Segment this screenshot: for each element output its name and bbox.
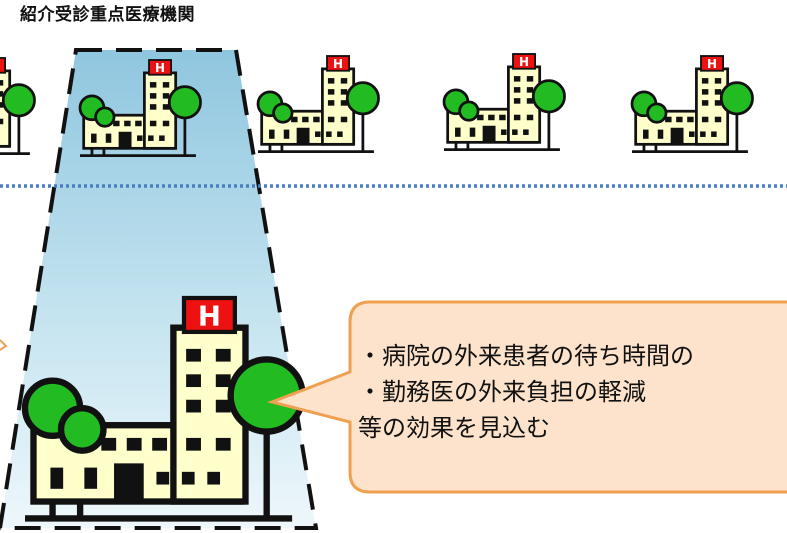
callout-text: ・病院の外来患者の待ち時間の ・勤務医の外来負担の軽減 等の効果を見込む: [358, 338, 787, 446]
highlight-funnel-outline: [0, 48, 319, 530]
arrow-tip: [0, 339, 8, 351]
callout-bubble: [267, 300, 787, 494]
callout-line-3: 等の効果を見込む: [358, 414, 550, 442]
page-title: 紹介受診重点医療機関: [20, 5, 195, 25]
hospital-building-icon: [256, 54, 380, 154]
callout-line-1: ・病院の外来患者の待ち時間の: [358, 342, 694, 370]
hospital-building-icon: [0, 56, 36, 156]
hospital-building-icon: [630, 54, 754, 154]
callout-line-2: ・勤務医の外来負担の軽減: [358, 378, 646, 406]
hospital-building-icon: [442, 52, 566, 152]
